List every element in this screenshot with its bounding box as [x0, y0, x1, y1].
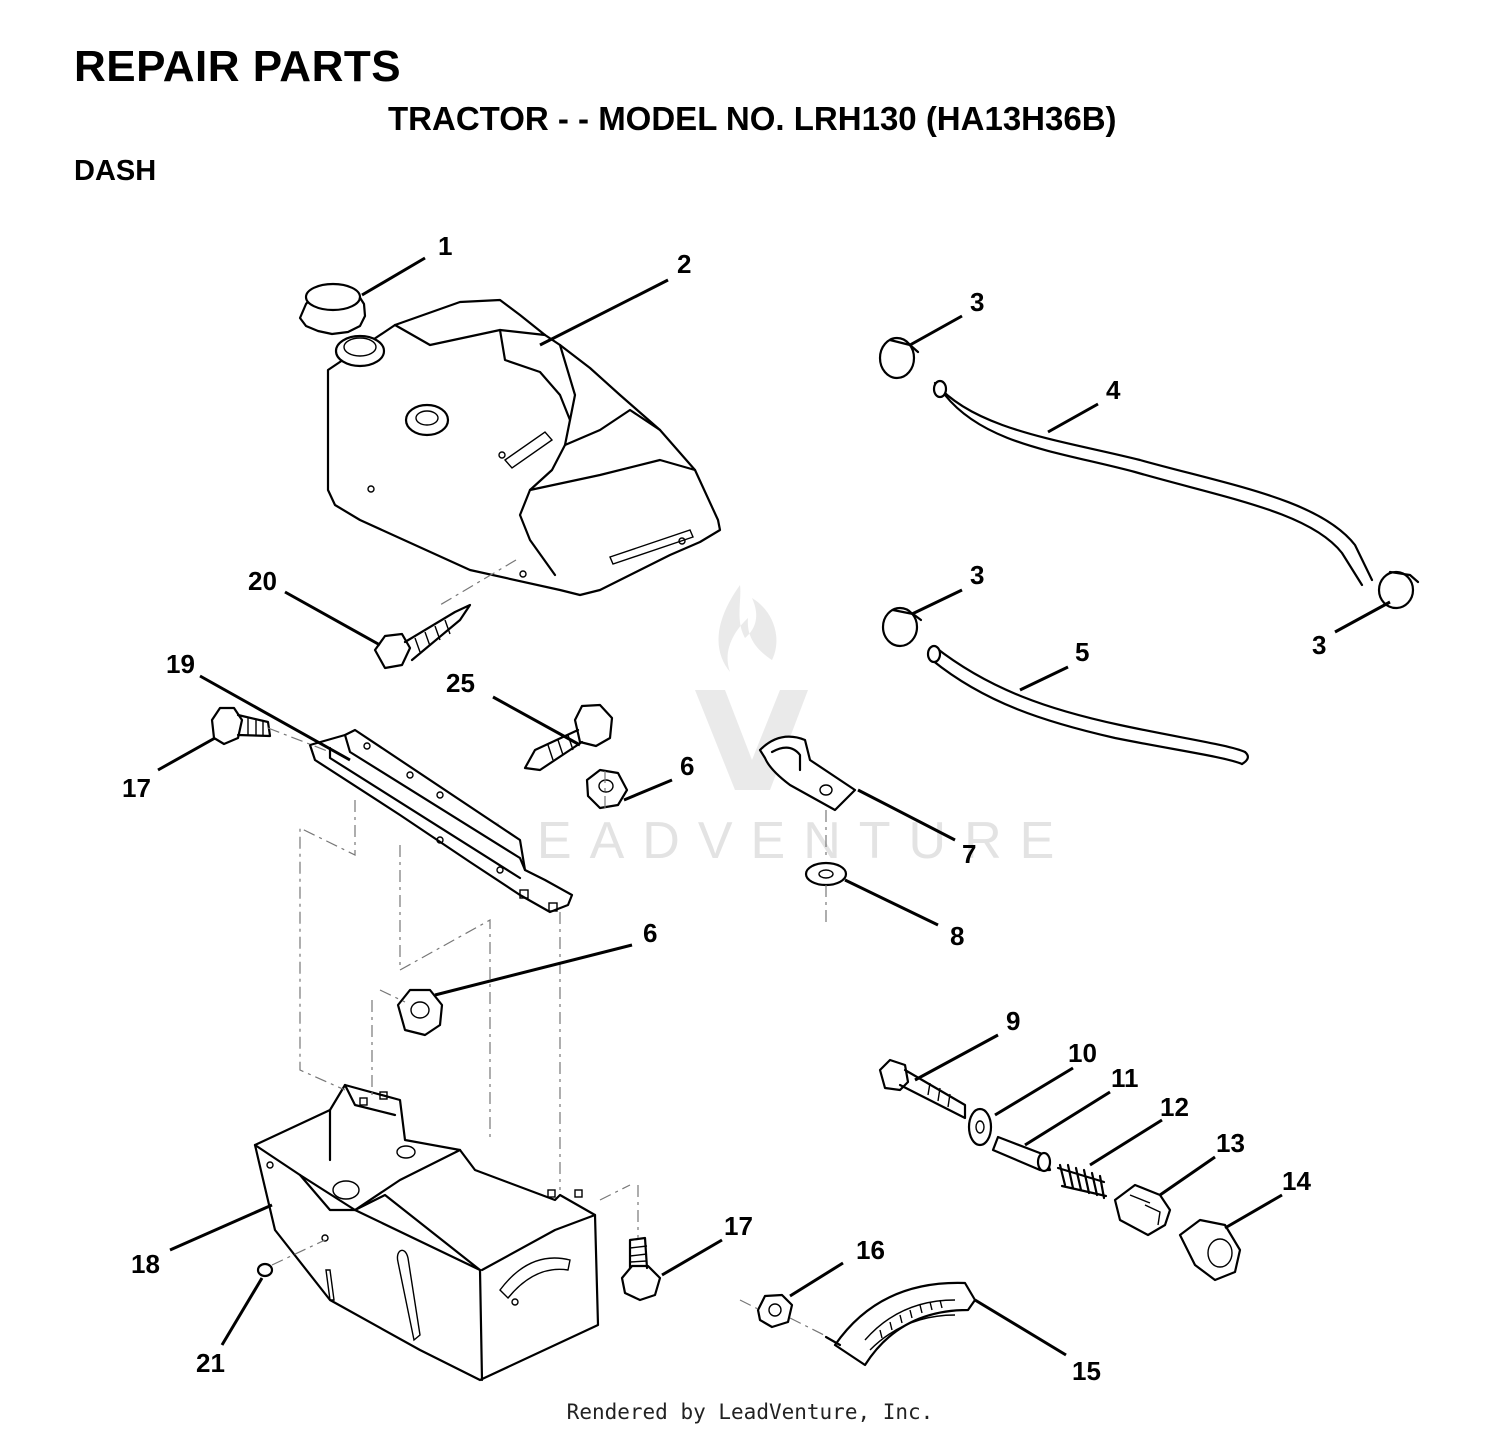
callout-6-lower: 6: [643, 918, 657, 948]
part-push-nut-21: [256, 1262, 274, 1278]
part-screw-20: [373, 603, 472, 670]
part-bracket-19: [308, 728, 574, 914]
part-bolt-9: [878, 1058, 967, 1120]
part-quadrant-15: [824, 1281, 977, 1367]
part-fuel-tank: [326, 298, 722, 597]
part-hose-clamp-right: [1377, 570, 1420, 610]
model-subtitle: TRACTOR - - MODEL NO. LRH130 (HA13H36B): [388, 100, 1117, 137]
callout-17-upper: 17: [122, 773, 151, 803]
callout-9: 9: [1006, 1006, 1020, 1036]
callout-17-lower: 17: [724, 1211, 753, 1241]
callout-leaders: [157, 256, 1391, 1357]
part-bolt-17-lower: [620, 1236, 662, 1302]
part-nut-16: [756, 1293, 794, 1329]
callout-numbers: 1 2 3 4 3 3 5 20 19 25 17 6 7 8 6 9 10 1…: [122, 231, 1326, 1386]
callout-16: 16: [856, 1235, 885, 1265]
callout-7: 7: [962, 839, 976, 869]
part-nut-6-lower: [396, 988, 444, 1037]
page-title: REPAIR PARTS: [74, 42, 402, 91]
callout-19: 19: [166, 649, 195, 679]
part-fuel-line-short: [926, 644, 1249, 766]
callout-11: 11: [1111, 1063, 1139, 1093]
part-fuel-cap: [298, 282, 367, 336]
part-spring-12: [1056, 1163, 1108, 1200]
callout-6-upper: 6: [680, 751, 694, 781]
footer-credit: Rendered by LeadVenture, Inc.: [566, 1400, 934, 1424]
callout-15: 15: [1072, 1356, 1101, 1386]
callout-13: 13: [1216, 1128, 1245, 1158]
callout-3-middle: 3: [970, 560, 984, 590]
part-bracket-13: [1113, 1183, 1172, 1237]
callout-8: 8: [950, 921, 964, 951]
leadventure-watermark: LEADVENTURE: [490, 585, 1072, 870]
part-washer-10: [967, 1107, 993, 1147]
callout-10: 10: [1068, 1038, 1097, 1068]
assembly-guide-lines: [267, 559, 827, 1337]
callout-5: 5: [1075, 637, 1089, 667]
part-bolt-17-upper: [210, 706, 272, 746]
callout-25: 25: [446, 668, 475, 698]
callout-3-right: 3: [1312, 630, 1326, 660]
callout-21: 21: [196, 1348, 225, 1378]
part-knob-14: [1178, 1218, 1242, 1282]
part-spacer-11: [991, 1135, 1052, 1173]
section-title: DASH: [74, 155, 157, 187]
part-dash-panel-18: [253, 1083, 600, 1382]
part-clamp-7: [758, 735, 857, 812]
callout-12: 12: [1160, 1092, 1189, 1122]
callout-18: 18: [131, 1249, 160, 1279]
callout-14: 14: [1282, 1166, 1311, 1196]
callout-20: 20: [248, 566, 277, 596]
part-bolt-25: [523, 703, 614, 772]
part-fuel-line-long: [932, 379, 1374, 587]
watermark-text: LEADVENTURE: [490, 812, 1072, 870]
part-washer-8: [804, 861, 848, 887]
part-nut-6-upper: [585, 768, 629, 810]
callout-1: 1: [438, 231, 452, 261]
callout-4: 4: [1106, 375, 1121, 405]
callout-2: 2: [677, 249, 691, 279]
part-hose-clamp-upper: [878, 336, 920, 380]
callout-3-upper: 3: [970, 287, 984, 317]
